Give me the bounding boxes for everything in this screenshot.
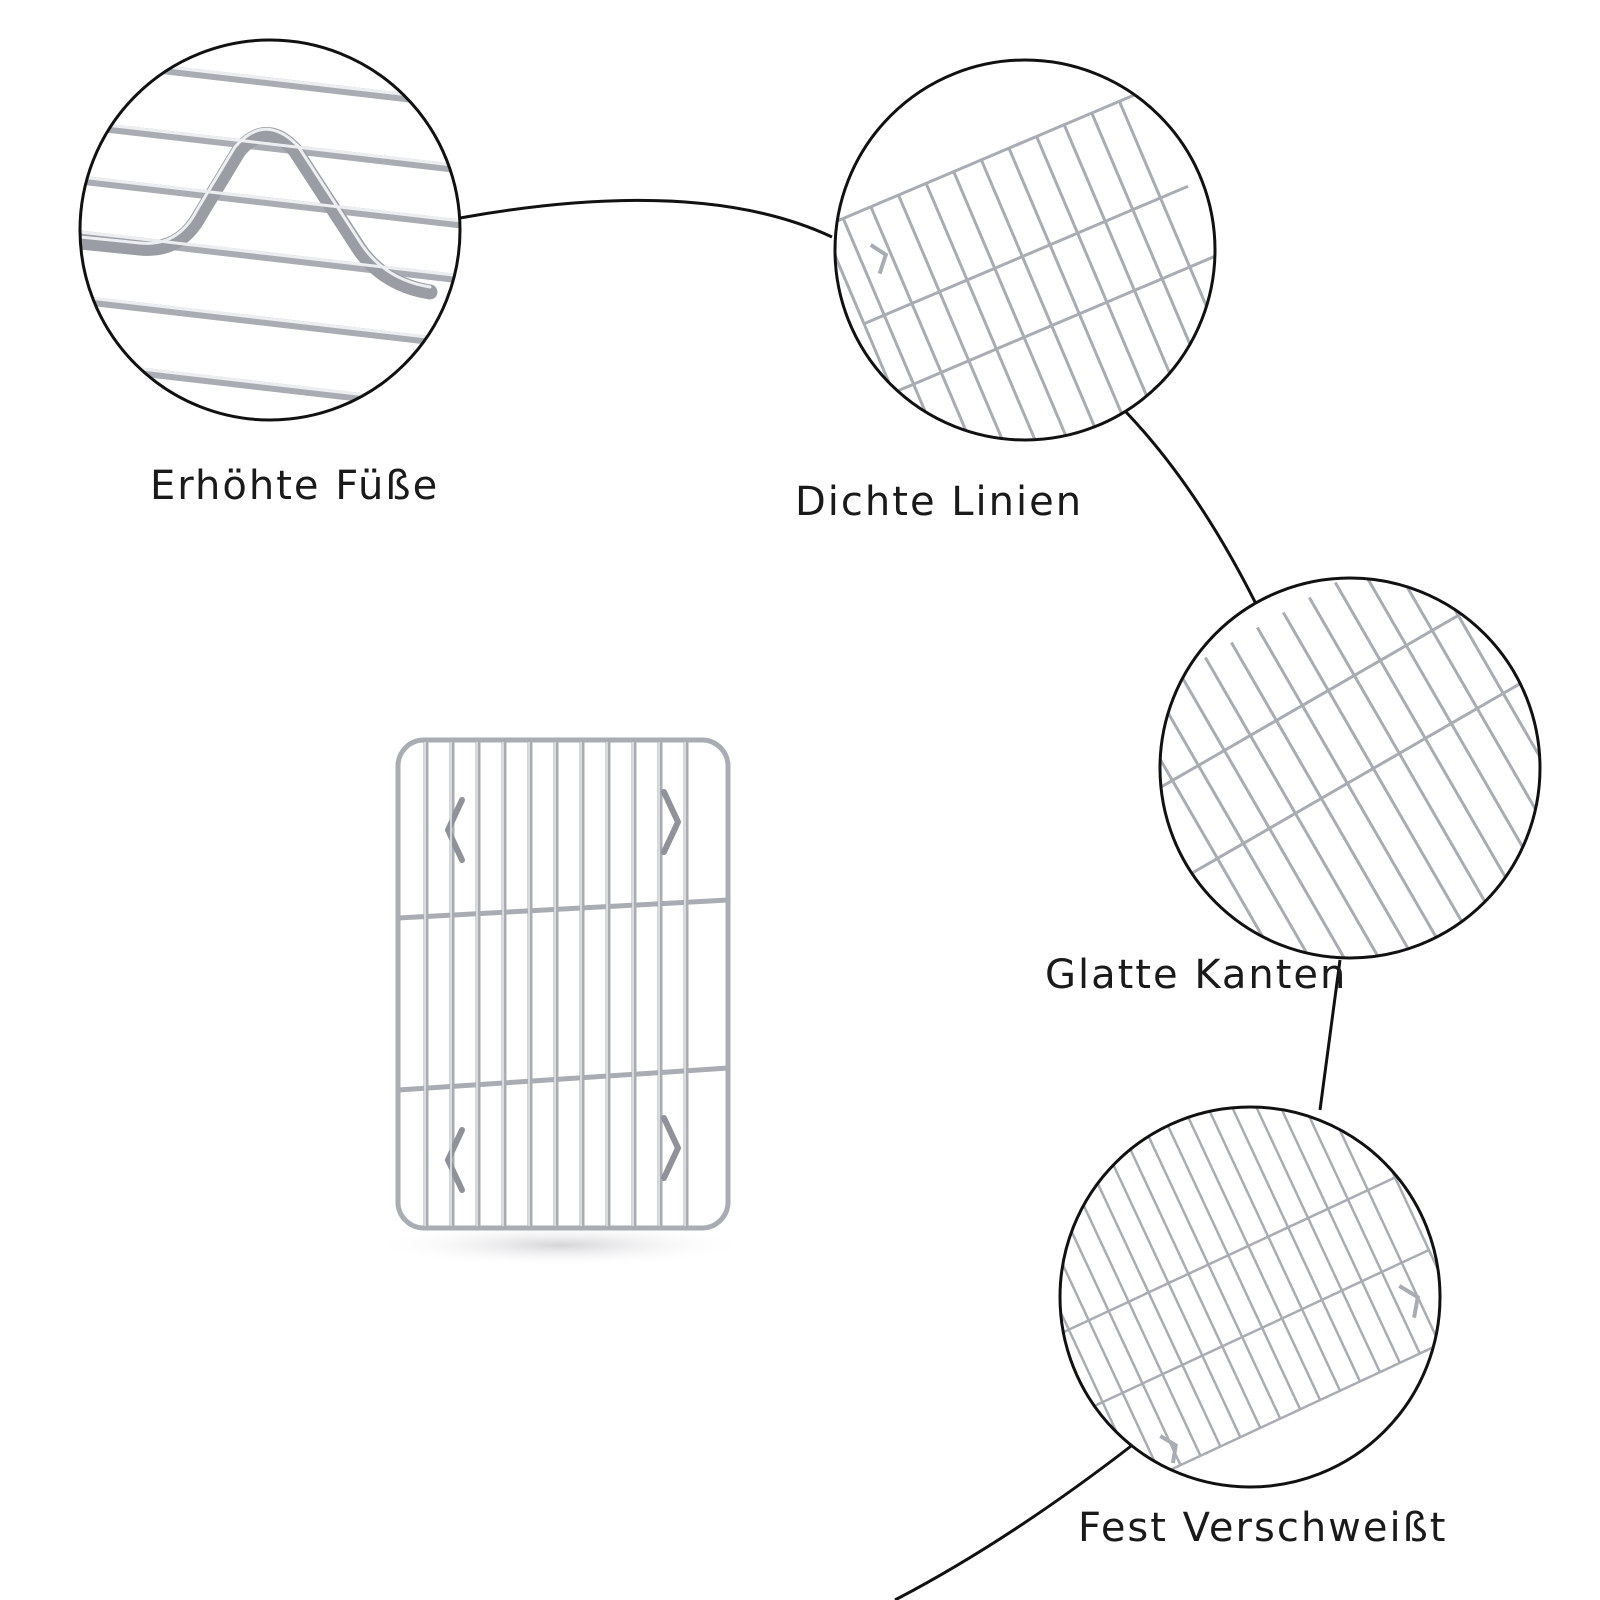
connector-arc — [459, 198, 1342, 1600]
detail-circle-raised-feet — [78, 38, 462, 422]
detail-circle-dense-lines — [833, 58, 1217, 442]
detail-circle-smooth-edges — [1158, 576, 1542, 960]
feature-label-smooth-edges: Glatte Kanten — [1045, 952, 1348, 998]
feature-label-firmly-welded: Fest Verschweißt — [1078, 1505, 1448, 1551]
feature-label-dense-lines: Dichte Linien — [795, 479, 1084, 525]
feature-label-raised-feet: Erhöhte Füße — [150, 463, 440, 509]
detail-circle-firmly-welded — [1058, 1105, 1442, 1489]
cooling-rack-image — [370, 737, 750, 1267]
